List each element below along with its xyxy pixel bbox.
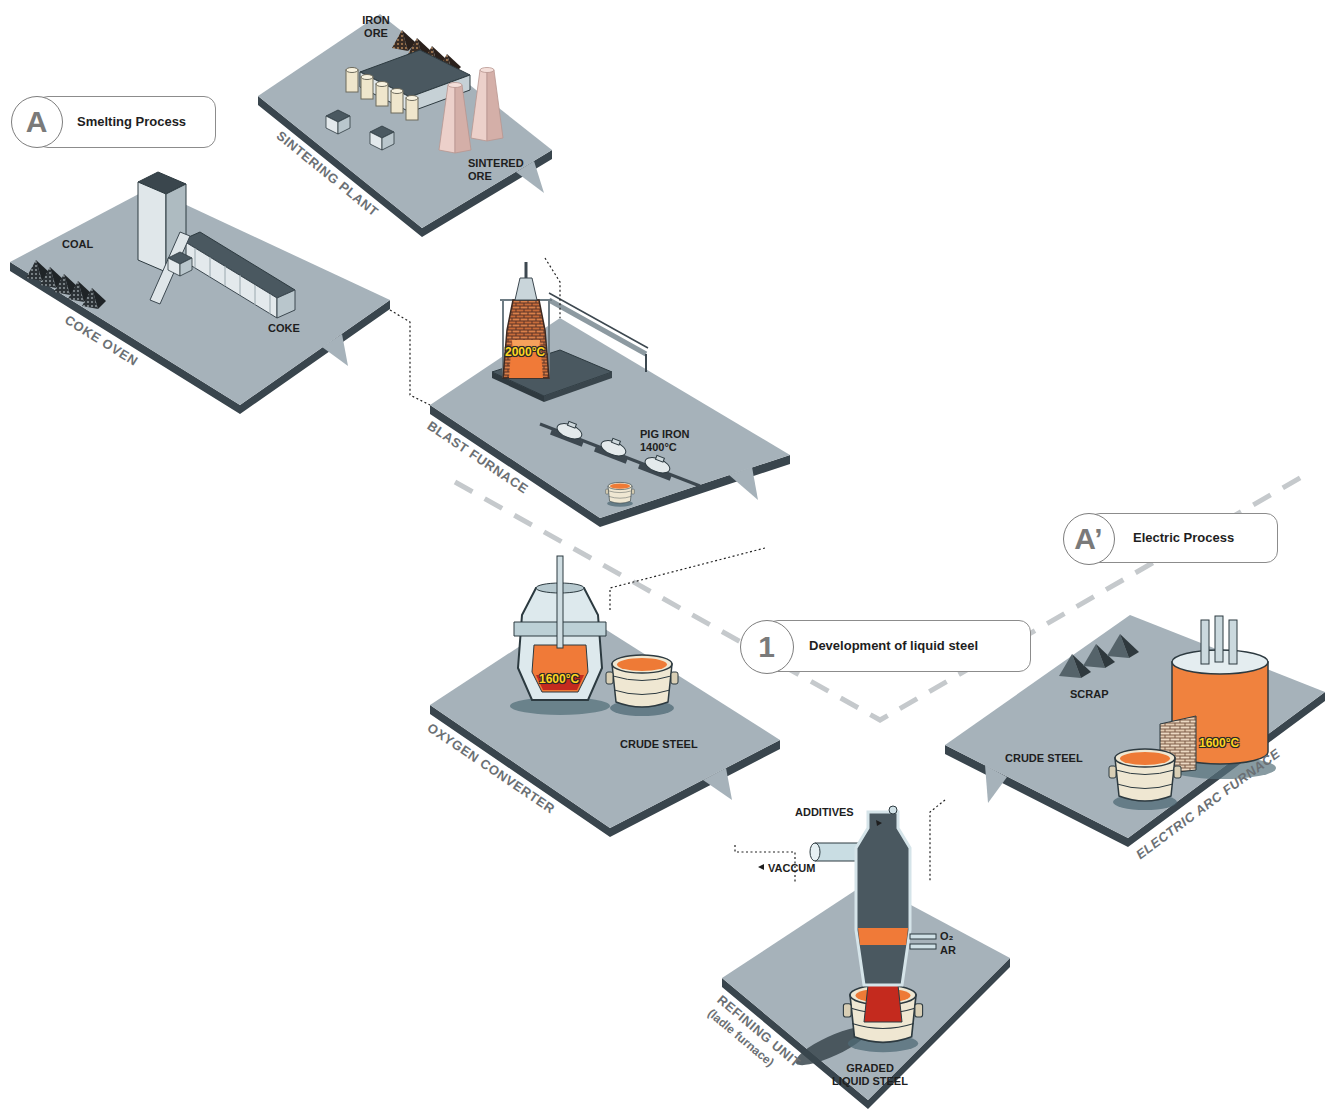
- vacuum-pipe: [815, 843, 858, 861]
- part-label: ADDITIVES: [795, 806, 854, 819]
- platform-top: [10, 188, 390, 405]
- part-label: AR: [940, 944, 956, 957]
- part-label: GRADED LIQUID STEEL: [828, 1062, 912, 1088]
- flow-connector: [610, 548, 765, 610]
- callout-number: 1: [740, 620, 794, 674]
- process-platform: SINTERING PLANTIRON ORESINTERED ORE: [258, 14, 552, 258]
- callout-box: Development of liquid steel1: [766, 620, 1031, 672]
- vacuum-pipe-end: [810, 843, 820, 861]
- callout-number: A’: [1063, 513, 1115, 565]
- part-label: VACCUM: [768, 862, 815, 875]
- part-label: CRUDE STEEL: [1005, 752, 1083, 765]
- callout-number: A: [11, 96, 63, 148]
- callout-text: Electric Process: [1133, 530, 1234, 546]
- platform-shape: [430, 318, 790, 548]
- part-label: O₂: [940, 930, 953, 943]
- furnace-top: [515, 278, 537, 300]
- part-label: SCRAP: [1070, 688, 1109, 701]
- platform-shape: [10, 188, 390, 435]
- callout-letter: A’: [1064, 514, 1113, 563]
- process-platform: COKE OVENCOALCOKE: [10, 188, 390, 435]
- platform-group: [945, 615, 1325, 847]
- temperature-label: 1600°C: [1199, 736, 1239, 750]
- platform-shape: [258, 14, 552, 258]
- pointer-mark: [758, 864, 764, 870]
- callout-letter: A: [12, 97, 61, 146]
- converter-mouth: [536, 583, 584, 593]
- part-label: COAL: [62, 238, 93, 251]
- platform-shape: [430, 610, 780, 845]
- part-label: PIG IRON 1400°C: [640, 428, 702, 454]
- furnace-pipe: [525, 262, 528, 278]
- platform-top: [430, 318, 790, 518]
- platform-group: [10, 188, 390, 414]
- flow-connector: [390, 310, 430, 405]
- platform-top: [430, 610, 780, 828]
- process-platform: REFINING UNIT(ladle furnace)ADDITIVESVAC…: [710, 882, 1010, 1118]
- callout-box: Smelting ProcessA: [36, 96, 216, 148]
- callout-text: Development of liquid steel: [809, 638, 978, 654]
- process-platform: OXYGEN CONVERTER1600°CCRUDE STEEL: [430, 610, 780, 845]
- platform-group: [722, 882, 1010, 1109]
- flow-connector: [930, 800, 945, 882]
- platform-group: [430, 610, 780, 837]
- stack-top: [480, 68, 494, 73]
- process-platform: BLAST FURNACE2000°CPIG IRON 1400°C: [430, 318, 790, 548]
- part-label: CRUDE STEEL: [620, 738, 698, 751]
- pointer-mark: [876, 820, 882, 826]
- platform-top: [258, 14, 552, 228]
- platform-group: [258, 14, 552, 237]
- temperature-label: 2000°C: [505, 345, 545, 359]
- part-label: SINTERED ORE: [468, 157, 540, 183]
- callout-letter: 1: [741, 621, 792, 672]
- platform-top: [945, 615, 1325, 838]
- temperature-label: 1600°C: [539, 672, 579, 686]
- flow-connector: [545, 258, 560, 318]
- platform-group: [430, 318, 790, 527]
- process-platform: ELECTRIC ARC FURNACESCRAP1600°CCRUDE STE…: [945, 615, 1325, 868]
- part-label: COKE: [268, 322, 300, 335]
- part-label: IRON ORE: [354, 14, 398, 40]
- callout-text: Smelting Process: [77, 114, 186, 130]
- additive-inlet: [889, 806, 897, 814]
- callout-box: Electric ProcessA’: [1088, 513, 1278, 563]
- platform-shape: [945, 615, 1325, 868]
